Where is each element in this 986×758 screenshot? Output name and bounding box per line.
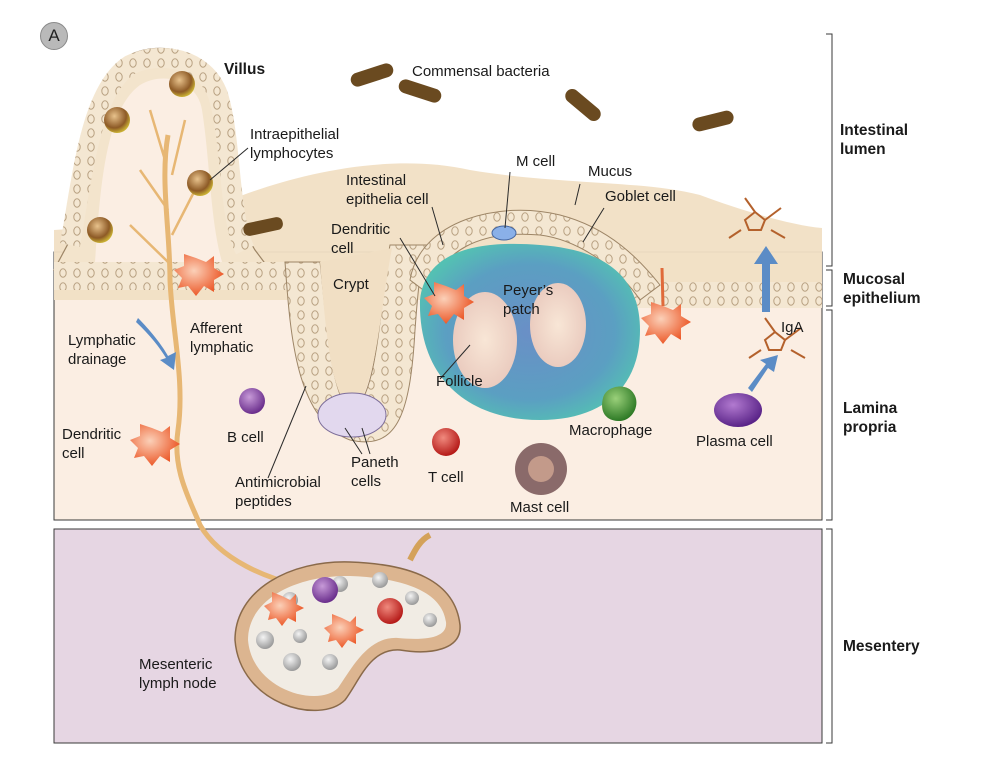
crypt-lumen <box>320 248 392 408</box>
plasma-cell-glyph <box>714 393 762 427</box>
b-cell-glyph <box>239 388 265 414</box>
label-follicle: Follicle <box>436 373 483 390</box>
arrows <box>136 246 778 392</box>
b-cell-node <box>312 577 338 603</box>
region-braces <box>826 33 833 744</box>
dendritic-cell-node-2 <box>324 614 364 648</box>
lymphatic-vessel <box>162 134 301 588</box>
t-cell-node <box>377 598 403 624</box>
label-goblet-cell: Goblet cell <box>605 188 676 205</box>
mast-cell-glyph <box>515 443 567 495</box>
iel-group <box>87 71 213 243</box>
region-mesentery: Mesentery <box>843 638 920 655</box>
m-cell <box>491 225 517 241</box>
surface-epithelium <box>54 262 300 290</box>
label-mucus: Mucus <box>588 163 633 180</box>
panel-label: A <box>40 22 68 50</box>
lymphatic-branches <box>129 109 197 263</box>
leader-lines <box>209 147 605 479</box>
dendritic-cell-crypt <box>424 282 474 324</box>
dendritic-cell-villus <box>174 254 224 296</box>
label-commensal-bacteria: Commensal bacteria <box>412 63 550 80</box>
label-t-cell: T cell <box>428 469 464 486</box>
label-crypt: Crypt <box>333 276 369 293</box>
villus-epithelium <box>60 47 255 255</box>
label-villus: Villus <box>224 61 266 78</box>
efferent-lymphatic <box>407 532 432 562</box>
dendritic-cell-lamina <box>641 302 691 344</box>
macrophage-glyph <box>602 386 637 422</box>
t-cell-glyph <box>432 428 460 456</box>
follicle-right <box>530 283 586 367</box>
label-macrophage: Macrophage <box>569 422 653 439</box>
dendritic-cell-drainage <box>130 424 180 466</box>
label-plasma-cell: Plasma cell <box>696 433 773 450</box>
iga-glyphs <box>728 197 806 359</box>
dome-epithelium <box>409 209 661 301</box>
follicle-left <box>453 292 517 388</box>
paneth-cells-cluster <box>317 392 387 438</box>
label-m-cell: M cell <box>516 153 556 170</box>
dendrite-sampling <box>660 267 665 307</box>
label-mast-cell: Mast cell <box>510 499 570 516</box>
bacteria <box>243 63 734 236</box>
dendritic-cell-node-1 <box>264 592 304 626</box>
label-iga: IgA <box>781 319 804 336</box>
label-b-cell: B cell <box>227 429 264 446</box>
